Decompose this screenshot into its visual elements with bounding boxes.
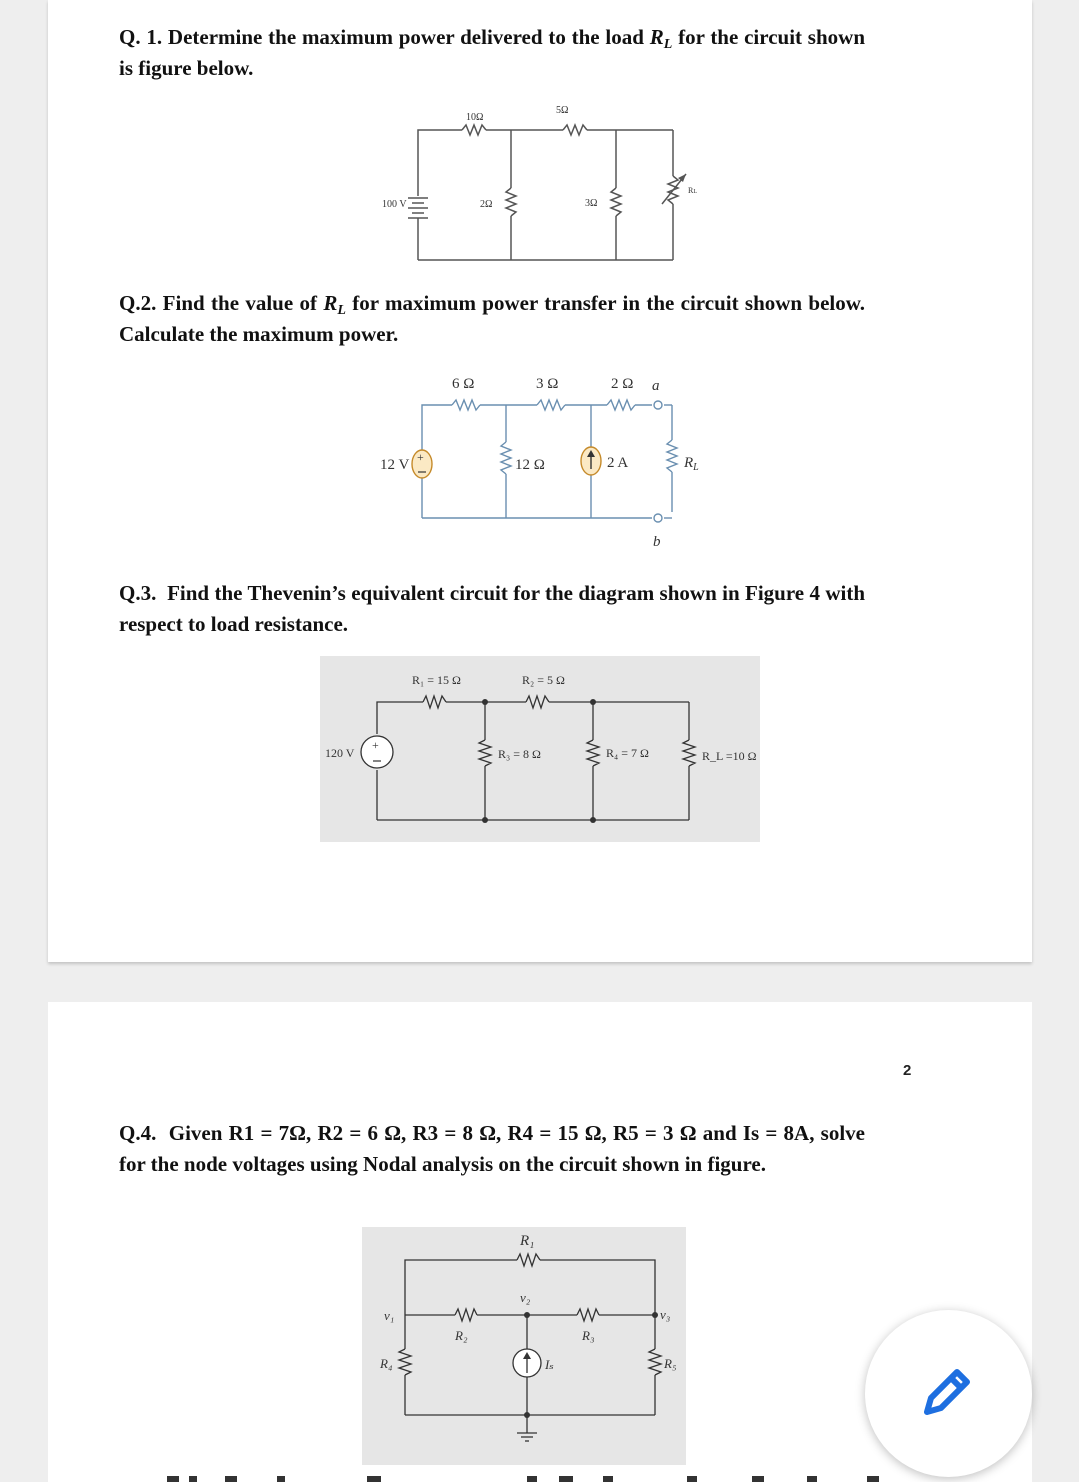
svg-text:v₂: v₂ [520, 1290, 531, 1305]
svg-text:RL: RL [683, 455, 699, 473]
question-3: Q.3. Find the Thevenin’s equivalent circ… [119, 581, 865, 636]
svg-text:v₃: v₃ [660, 1307, 670, 1322]
svg-text:RL: RL [688, 186, 697, 195]
circuit-figure-q2: + 6 Ω 3 Ω 2 Ω a 12 V 12 Ω 2 A RL b [380, 376, 699, 550]
svg-text:100 V: 100 V [382, 199, 407, 210]
page-number: 2 [903, 1062, 912, 1079]
svg-text:Iₛ: Iₛ [544, 1357, 554, 1372]
circuit-figure-q1: 10Ω 5Ω 2Ω 3Ω 100 V RL [382, 105, 697, 261]
svg-text:R₅: R₅ [663, 1356, 676, 1371]
svg-text:6 Ω: 6 Ω [452, 376, 474, 392]
svg-text:12 V: 12 V [380, 457, 409, 473]
circuit-figure-q3: + R₁ = 15 Ω R₂ = 5 Ω R₃ = 8 Ω R₄ = 7 Ω R… [320, 656, 760, 842]
svg-text:R₁ = 15 Ω: R₁ = 15 Ω [412, 673, 461, 687]
svg-text:R₂: R₂ [454, 1328, 468, 1343]
svg-text:10Ω: 10Ω [466, 112, 483, 123]
pencil-icon [924, 1369, 970, 1415]
svg-text:R₃ = 8 Ω: R₃ = 8 Ω [498, 747, 541, 761]
svg-text:+: + [372, 738, 379, 752]
svg-text:R₃: R₃ [581, 1328, 594, 1343]
next-question-partial [167, 1474, 912, 1482]
svg-text:12 Ω: 12 Ω [515, 457, 545, 473]
svg-text:2 Ω: 2 Ω [611, 376, 633, 392]
circuit-figure-q4: R₁ R₂ R₃ R₄ R₅ v₁ v₂ v₃ Iₛ [362, 1227, 686, 1465]
question-2: Q.2. Find the value of RL for maximum po… [119, 291, 866, 346]
svg-text:3 Ω: 3 Ω [536, 376, 558, 392]
svg-text:2 A: 2 A [607, 455, 628, 471]
svg-text:R₂ = 5 Ω: R₂ = 5 Ω [522, 673, 565, 687]
svg-text:3Ω: 3Ω [585, 198, 597, 209]
svg-text:120 V: 120 V [325, 746, 355, 760]
svg-text:5Ω: 5Ω [556, 105, 568, 116]
question-4: Q.4. Given R1 = 7Ω, R2 = 6 Ω, R3 = 8 Ω, … [119, 1121, 866, 1176]
svg-text:a: a [652, 378, 660, 394]
question-1: Q. 1. Determine the maximum power delive… [119, 25, 866, 80]
svg-text:R₁: R₁ [519, 1233, 534, 1249]
svg-text:2Ω: 2Ω [480, 199, 492, 210]
svg-text:v₁: v₁ [384, 1308, 394, 1323]
svg-text:+: + [417, 450, 424, 464]
edit-button[interactable] [865, 1310, 1032, 1477]
svg-text:R₄ = 7 Ω: R₄ = 7 Ω [606, 746, 649, 760]
svg-text:R_L =10 Ω: R_L =10 Ω [702, 749, 757, 763]
svg-text:R₄: R₄ [379, 1356, 393, 1371]
svg-text:b: b [653, 534, 661, 550]
